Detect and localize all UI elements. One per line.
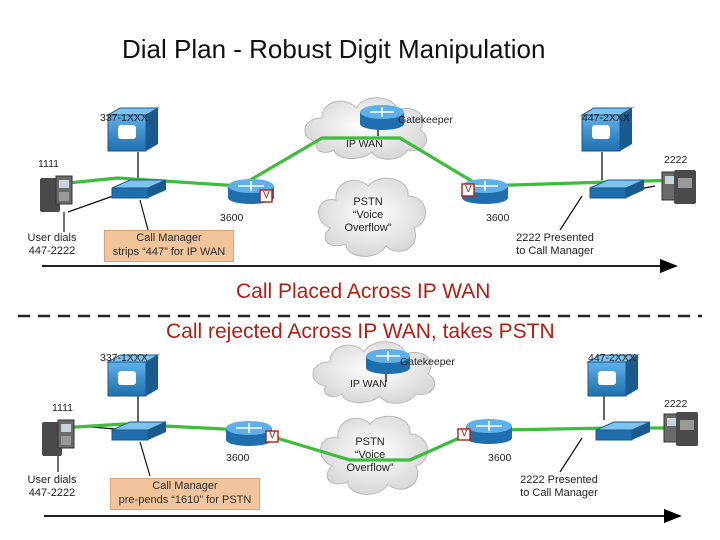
bottom-ip-wan-label: IP WAN xyxy=(350,378,387,390)
bottom-presented-arrow xyxy=(559,437,583,473)
top-voice-port-right: V xyxy=(465,184,472,195)
bottom-left-router-label: 3600 xyxy=(226,452,250,464)
switch-right xyxy=(589,179,645,199)
call-manager-left-2 xyxy=(106,354,160,397)
gatekeeper-router-2 xyxy=(366,349,410,374)
bottom-presented-line1: 2222 Presented xyxy=(520,474,598,486)
bottom-pstn-line1: PSTN xyxy=(355,436,385,448)
top-call-manager-note: Call Manager strips “447” for IP WAN xyxy=(104,230,234,262)
top-presented-line1: 2222 Presented xyxy=(516,232,594,244)
top-presented-note: 2222 Presented to Call Manager xyxy=(506,232,604,258)
bottom-call-manager-note: Call Manager pre-pends “1610” for PSTN xyxy=(110,478,260,510)
top-user-line1: User dials xyxy=(27,232,77,244)
call-rejected-label: Call rejected Across IP WAN, takes PSTN xyxy=(166,320,555,343)
top-cm-arrow xyxy=(139,199,149,231)
call-manager-right-2 xyxy=(586,354,640,397)
top-cm-line1: Call Manager xyxy=(136,232,202,244)
pstn-cloud xyxy=(318,177,426,257)
top-user-dials: User dials 447-2222 xyxy=(22,232,82,258)
router-3600-left xyxy=(228,179,274,204)
ip-phone-left xyxy=(40,175,73,212)
bottom-presented-line2: to Call Manager xyxy=(520,487,598,499)
bottom-user-line1: User dials xyxy=(27,474,77,486)
ip-wan-cloud xyxy=(304,97,428,160)
pstn-cloud-2 xyxy=(320,415,428,495)
router-3600-right xyxy=(461,179,508,204)
top-presented-arrow xyxy=(559,195,583,231)
top-call-path xyxy=(57,136,683,188)
top-user-line2: 447-2222 xyxy=(28,245,76,257)
switch-left-2 xyxy=(111,421,167,441)
call-placed-label: Call Placed Across IP WAN xyxy=(236,280,491,303)
top-pstn-label: PSTN “Voice Overflow” xyxy=(338,196,398,235)
bottom-left-ext: 1111 xyxy=(52,402,74,414)
bottom-pstn-label: PSTN “Voice Overflow” xyxy=(340,436,400,475)
bottom-cm-line1: Call Manager xyxy=(152,480,218,492)
bottom-pstn-line3: Overflow” xyxy=(346,462,394,474)
bottom-right-ext: 2222 xyxy=(664,398,688,410)
bottom-cm-arrow xyxy=(139,441,151,477)
top-right-router-label: 3600 xyxy=(486,212,510,224)
bottom-left-range: 337-1XXX xyxy=(100,352,148,364)
call-manager-left xyxy=(106,107,160,152)
top-left-router-label: 3600 xyxy=(220,212,244,224)
bottom-cm-line2: pre-pends “1610” for PSTN xyxy=(118,494,252,506)
top-ip-wan-label: IP WAN xyxy=(346,138,383,150)
bottom-pstn-line2: “Voice xyxy=(354,449,386,461)
ip-phone-right xyxy=(661,170,696,204)
top-voice-port-left: V xyxy=(263,190,270,201)
ip-phone-right-2 xyxy=(663,412,698,446)
router-3600-left-2 xyxy=(226,421,279,446)
switch-right-2 xyxy=(595,421,651,441)
bottom-voice-port-left: V xyxy=(269,430,276,441)
top-pstn-line2: “Voice xyxy=(352,209,384,221)
gatekeeper-router xyxy=(360,105,404,130)
bottom-user-dials: User dials 447-2222 xyxy=(22,474,82,500)
bottom-voice-port-right: V xyxy=(461,428,468,439)
bottom-call-path xyxy=(59,422,682,462)
top-left-ext: 1111 xyxy=(38,158,60,170)
top-left-range: 337-1XXX xyxy=(100,112,148,124)
top-gatekeeper-label: Gatekeeper xyxy=(398,114,453,126)
switch-left xyxy=(111,179,167,199)
bottom-user-line2: 447-2222 xyxy=(28,487,76,499)
router-3600-right-2 xyxy=(457,419,512,444)
call-manager-right xyxy=(580,107,634,152)
top-pstn-line1: PSTN xyxy=(353,196,383,208)
top-pstn-line3: Overflow” xyxy=(344,222,392,234)
top-right-range: 447-2XXX xyxy=(582,112,630,124)
bottom-presented-note: 2222 Presented to Call Manager xyxy=(510,474,608,500)
top-cm-line2: strips “447” for IP WAN xyxy=(112,246,226,258)
page-title: Dial Plan - Robust Digit Manipulation xyxy=(122,34,546,64)
top-right-ext: 2222 xyxy=(664,154,688,166)
top-scenario xyxy=(40,97,696,274)
bottom-scenario xyxy=(42,341,698,524)
ip-phone-left-2 xyxy=(42,419,75,456)
bottom-right-router-label: 3600 xyxy=(488,452,512,464)
bottom-gatekeeper-label: Gatekeeper xyxy=(400,356,455,368)
top-presented-line2: to Call Manager xyxy=(516,245,594,257)
bottom-right-range: 447-2XXX xyxy=(588,352,636,364)
